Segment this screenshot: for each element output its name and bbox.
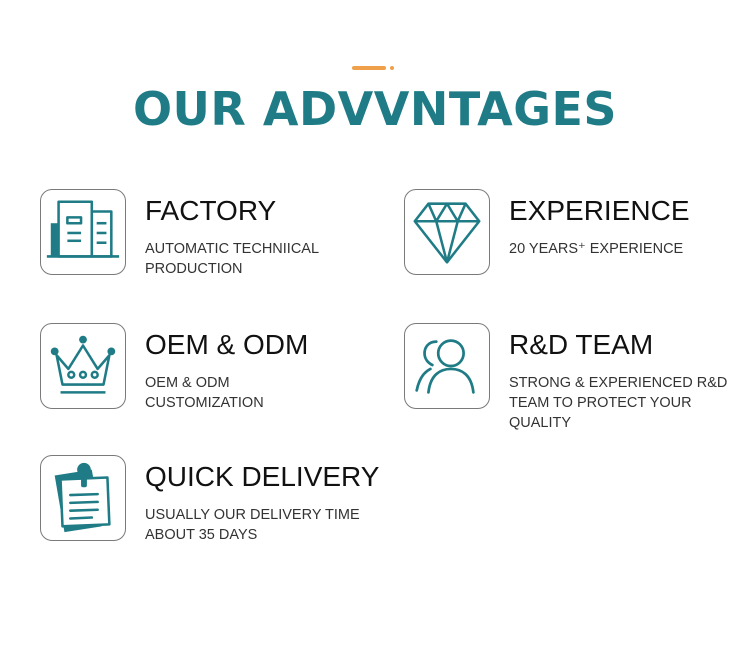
accent-line — [352, 66, 386, 70]
team-people-icon — [415, 339, 475, 394]
feature-title: FACTORY — [145, 195, 277, 226]
icon-box — [40, 323, 126, 409]
feature-title: R&D TEAM — [509, 329, 654, 360]
feature-description: STRONG & EXPERIENCED R&D TEAM TO PROTECT… — [509, 375, 728, 431]
icon-box — [40, 189, 126, 275]
clipboard-pin-icon — [54, 462, 111, 533]
crown-icon — [50, 335, 116, 394]
icon-box — [404, 189, 490, 275]
feature-description: 20 YEARS⁺ EXPERIENCE — [509, 241, 684, 257]
feature-description: OEM & ODM CUSTOMIZATION — [145, 375, 264, 411]
feature-title: EXPERIENCE — [509, 195, 690, 226]
feature-description: USUALLY OUR DELIVERY TIME ABOUT 35 DAYS — [145, 507, 360, 543]
icon-box — [404, 323, 490, 409]
factory-building-icon — [46, 200, 120, 258]
accent-dot — [390, 66, 394, 70]
diamond-icon — [413, 202, 481, 264]
feature-title: QUICK DELIVERY — [145, 461, 380, 492]
feature-title: OEM & ODM — [145, 329, 309, 360]
feature-description: AUTOMATIC TECHNIICAL PRODUCTION — [145, 241, 319, 277]
page-title: OUR ADVVNTAGES — [132, 82, 618, 136]
icon-box — [40, 455, 126, 541]
